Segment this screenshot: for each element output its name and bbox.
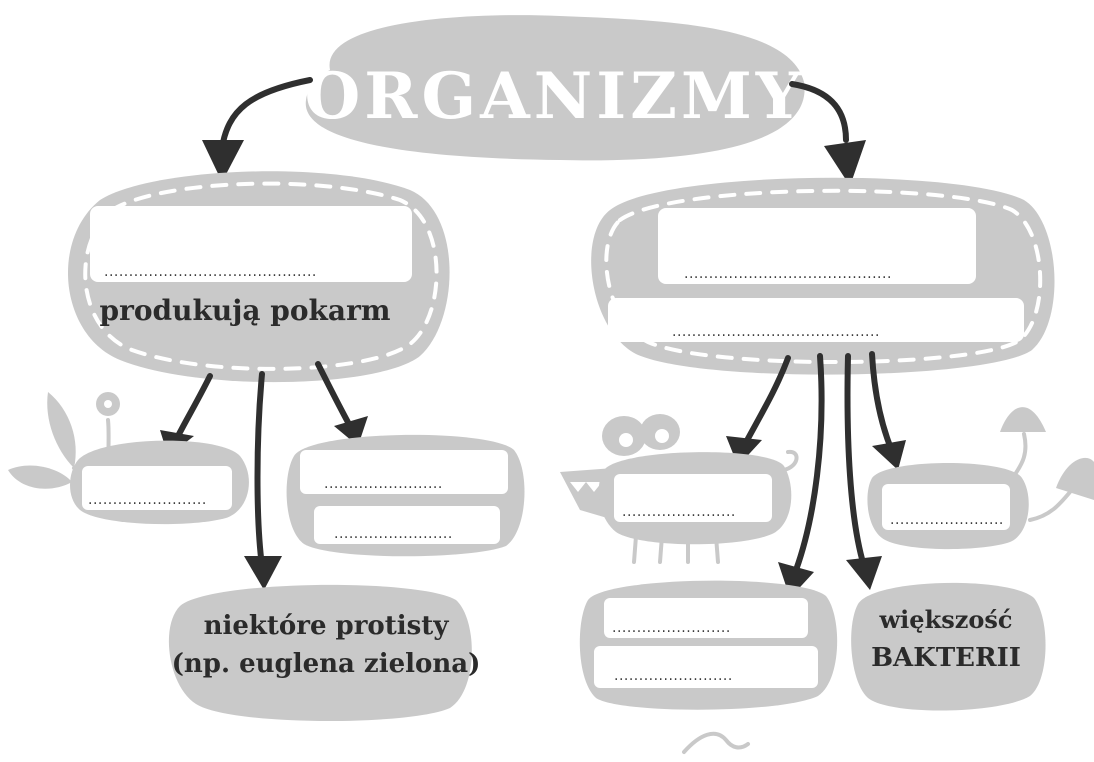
arrow-right-2 <box>793 353 825 573</box>
right-node: ........................................… <box>591 177 1055 375</box>
arrowhead <box>824 140 866 186</box>
arrow-root-right <box>789 81 849 143</box>
answer-line: ........................ <box>88 492 207 508</box>
flower-center <box>104 400 112 408</box>
left-stitch <box>83 181 439 371</box>
mushroom-icon <box>1056 457 1094 500</box>
root-blob <box>305 15 805 161</box>
answer-line: ........................ <box>334 526 453 542</box>
creature-tail <box>782 449 799 472</box>
creature-pupil <box>655 429 669 443</box>
protists-line-2: (np. euglena zielona) <box>172 649 481 679</box>
left-child-2: ........................ ...............… <box>286 434 525 557</box>
right-child-3-box-2[interactable] <box>594 646 818 688</box>
right-child-1-box[interactable] <box>614 474 772 522</box>
left-caption: produkują pokarm <box>100 294 391 327</box>
arrow-right-1 <box>741 355 791 449</box>
protists-line-1: niektóre protisty <box>204 611 450 641</box>
arrow-right-3 <box>844 353 867 569</box>
arrowhead <box>872 440 906 470</box>
answer-line: ........................................… <box>672 324 880 340</box>
root-node: ORGANIZMY <box>305 15 806 161</box>
right-child-1: ....................... <box>598 452 792 545</box>
right-child-3-box-1[interactable] <box>604 598 808 638</box>
left-child-3: niektóre protisty (np. euglena zielona) <box>168 584 481 722</box>
bacteria-line-2: BAKTERII <box>871 643 1021 673</box>
answer-line: ........................................… <box>684 266 892 282</box>
child-blob <box>851 582 1046 711</box>
leaf-icon <box>47 392 76 468</box>
arrow-root-left <box>219 77 313 151</box>
left-child-2-box-1[interactable] <box>300 450 508 494</box>
mushroom-stem <box>1028 490 1072 522</box>
answer-line: ........................ <box>612 620 731 636</box>
answer-line: ........................ <box>324 476 443 492</box>
creature-teeth <box>570 482 602 492</box>
arrowhead <box>202 140 244 182</box>
right-child-4: większość BAKTERII <box>851 582 1046 711</box>
arrow-left-1 <box>173 373 213 443</box>
right-answer-box-1[interactable] <box>658 208 976 284</box>
right-child-3: ........................ ...............… <box>579 580 838 710</box>
arrowhead <box>846 556 882 590</box>
diagram-title: ORGANIZMY <box>305 59 806 134</box>
answer-line: ....................... <box>622 504 736 520</box>
arrow-left-2 <box>254 371 265 569</box>
right-child-2: ....................... <box>867 463 1029 550</box>
creature-pupil <box>619 433 633 447</box>
answer-line: ........................ <box>614 668 733 684</box>
root-arrows <box>202 77 866 186</box>
arrow-left-3 <box>315 361 353 429</box>
left-child-1: ........................ <box>70 440 249 525</box>
right-child-2-box[interactable] <box>882 484 1010 530</box>
right-answer-box-2[interactable] <box>608 298 1024 342</box>
left-child-1-box[interactable] <box>82 466 232 510</box>
right-stitch <box>604 188 1043 364</box>
answer-line: ....................... <box>890 512 1004 528</box>
mushroom-icon <box>1000 407 1046 432</box>
left-answer-box[interactable] <box>90 206 412 282</box>
decorations <box>8 392 1094 754</box>
creature-legs <box>632 534 720 564</box>
left-node: ........................................… <box>67 171 450 383</box>
shoe-icon <box>682 731 750 754</box>
left-answer-line: ........................................… <box>104 264 317 280</box>
arrowhead <box>244 556 282 590</box>
bacteria-line-1: większość <box>879 605 1013 634</box>
leaf-icon <box>8 465 72 489</box>
arrow-right-4 <box>869 351 893 449</box>
left-child-2-box-2[interactable] <box>314 506 500 544</box>
child-blob <box>168 584 472 722</box>
